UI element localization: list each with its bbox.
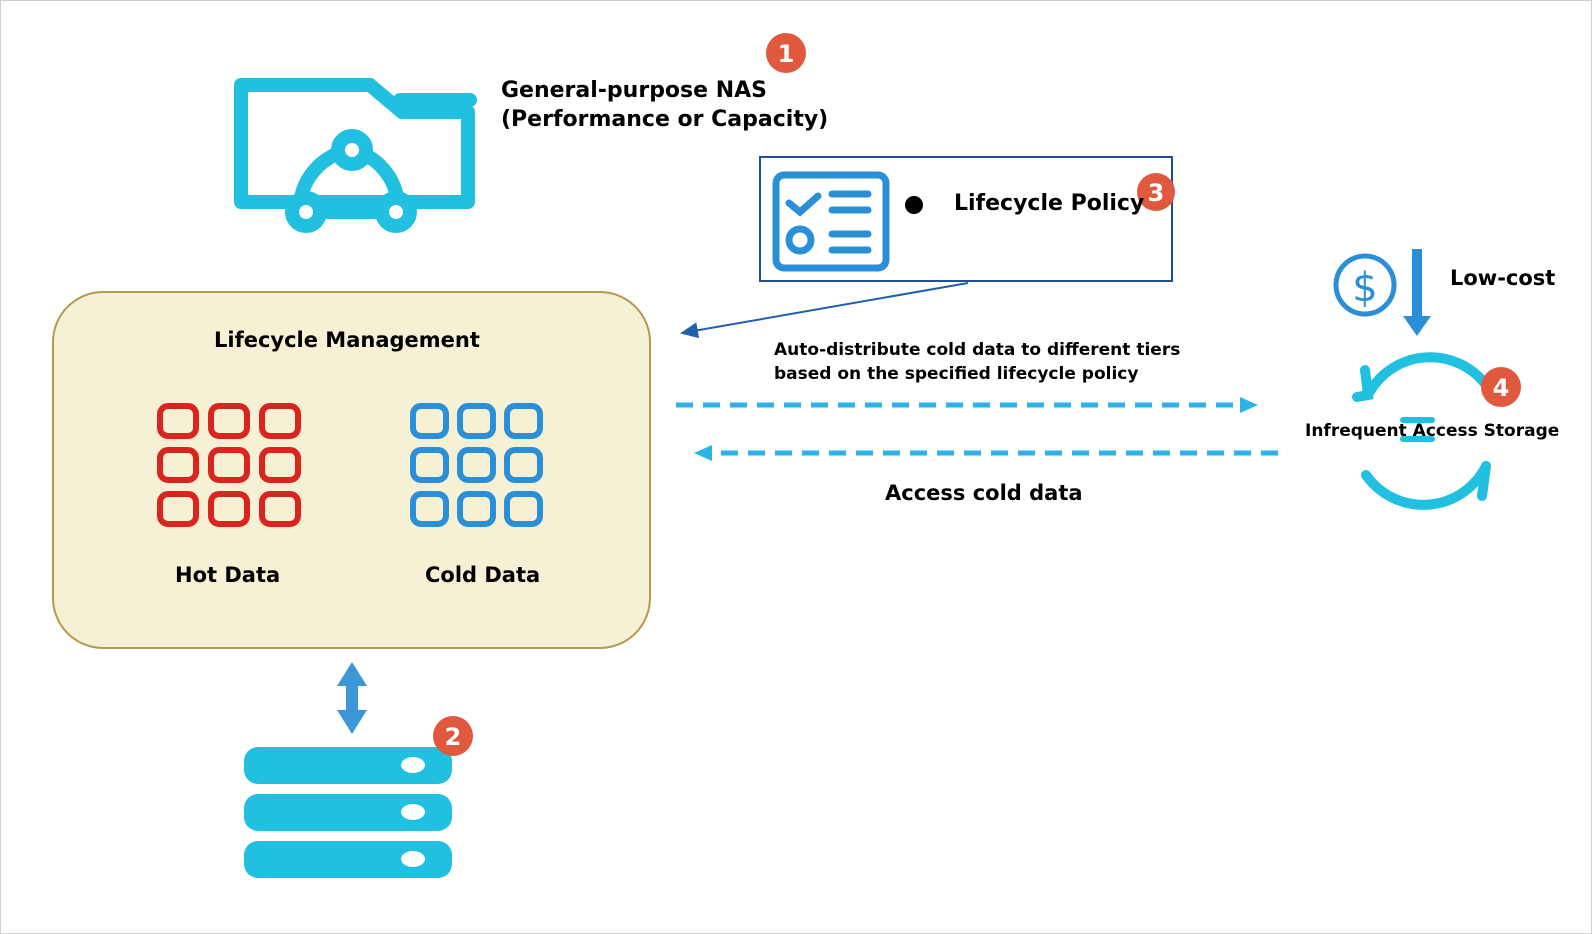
nas-title-line1: General-purpose NAS — [501, 78, 768, 103]
dollar-coin-icon: $ — [1333, 253, 1397, 317]
policy-connector-arrow — [680, 282, 969, 339]
badge-3: 3 — [1137, 173, 1175, 211]
hot-data-label: Hot Data — [175, 563, 281, 587]
distribute-caption: Auto-distribute cold data to different t… — [774, 338, 1180, 386]
distribute-caption-line2: based on the specified lifecycle policy — [774, 364, 1139, 384]
bullet-icon — [905, 196, 923, 214]
lifecycle-panel — [52, 291, 651, 649]
refresh-cycle-icon — [1352, 352, 1491, 510]
lifecycle-title: Lifecycle Management — [214, 328, 480, 352]
svg-text:2: 2 — [445, 723, 462, 751]
nas-title-line2: (Performance or Capacity) — [501, 107, 829, 132]
badge-1: 1 — [766, 33, 806, 73]
nas-folder-icon — [234, 78, 477, 233]
ia-storage-label: Infrequent Access Storage — [1305, 421, 1560, 441]
nas-title: General-purpose NAS (Performance or Capa… — [501, 76, 828, 134]
badge-4: 4 — [1481, 367, 1521, 407]
access-dashed-arrow — [694, 445, 1278, 461]
cold-data-grid-icon — [410, 403, 543, 527]
distribute-caption-line1: Auto-distribute cold data to different t… — [774, 340, 1181, 360]
currency-symbol: $ — [1352, 265, 1377, 311]
svg-text:4: 4 — [1493, 374, 1510, 402]
policy-label: Lifecycle Policy — [954, 191, 1145, 216]
svg-text:1: 1 — [778, 40, 795, 68]
badge-2: 2 — [433, 716, 473, 756]
down-arrow-icon — [1403, 249, 1431, 336]
vertical-double-arrow-icon — [337, 662, 367, 734]
cold-data-label: Cold Data — [425, 563, 541, 587]
svg-text:3: 3 — [1148, 179, 1165, 207]
access-caption: Access cold data — [885, 481, 1083, 505]
server-stack-icon — [244, 747, 452, 878]
hot-data-grid-icon — [157, 403, 301, 527]
checklist-icon — [772, 171, 890, 272]
low-cost-label: Low-cost — [1450, 266, 1556, 290]
distribute-dashed-arrow — [676, 397, 1258, 413]
